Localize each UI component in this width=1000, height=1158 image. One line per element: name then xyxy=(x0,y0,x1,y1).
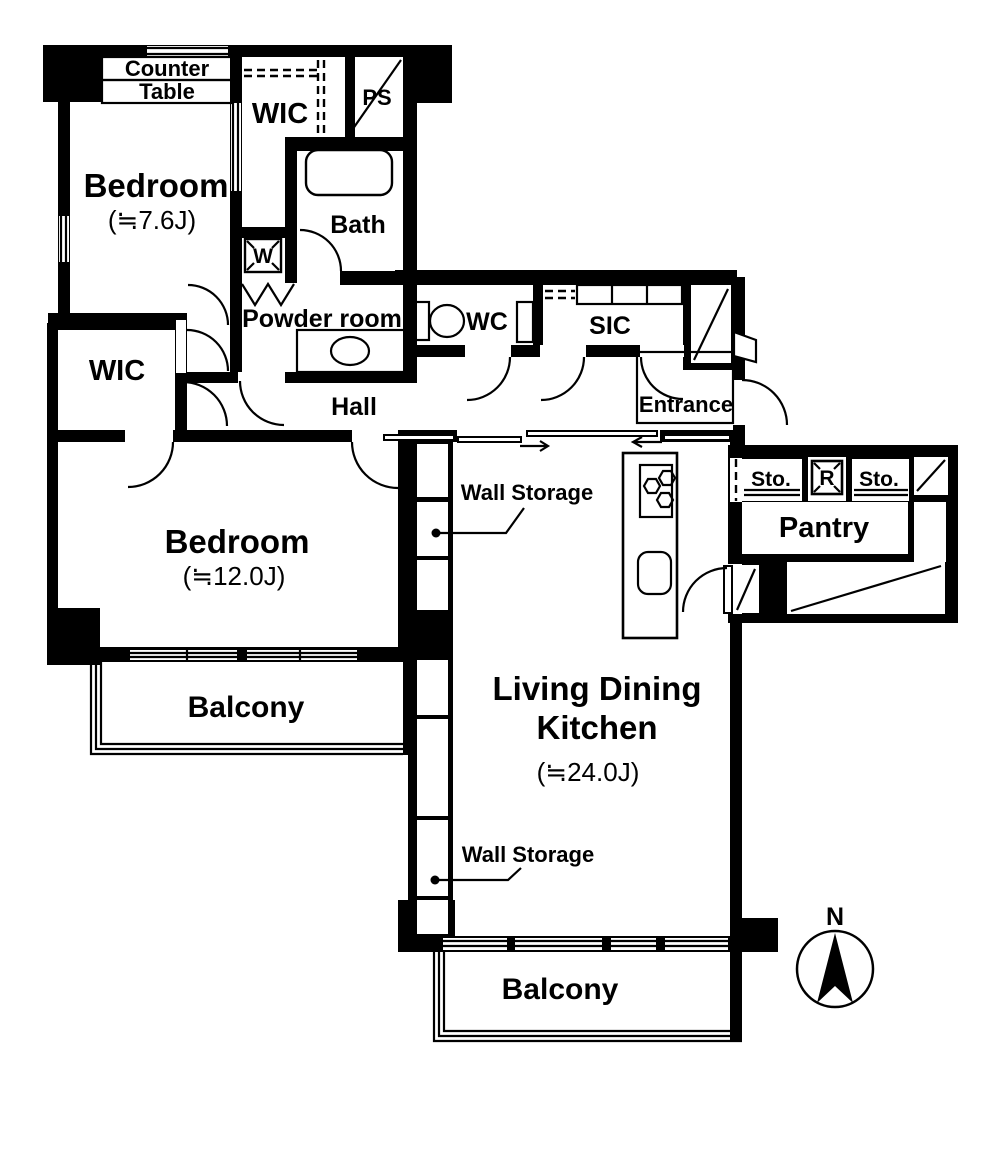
duct-box-diagonal xyxy=(916,459,946,492)
storage1-label: Sto. xyxy=(751,468,791,491)
service-door-arc xyxy=(681,566,728,613)
labels-layer: Counter Table Bedroom (≒7.6J) WIC PS Bat… xyxy=(84,56,899,1006)
bedroom2-door-left-arc xyxy=(127,441,175,489)
service-door-leaf xyxy=(723,565,733,614)
ps-diagonal xyxy=(349,59,402,134)
bedroom1-door-arc xyxy=(187,283,230,326)
vanity-sink xyxy=(295,328,409,374)
refrigerator-symbol xyxy=(810,459,844,496)
compass: N xyxy=(795,903,875,1009)
kitchen-sink xyxy=(636,550,673,596)
burner-2 xyxy=(657,469,677,487)
storage2-label: Sto. xyxy=(859,468,899,491)
storage-front-lines xyxy=(744,488,908,497)
ldk-label-line2: Kitchen xyxy=(536,709,657,746)
bedroom2-door-right-arc xyxy=(350,441,399,490)
compass-needle xyxy=(817,933,853,1003)
washer-label: W xyxy=(253,245,273,268)
ps-label: PS xyxy=(362,85,391,110)
wall-storage-upper-label: Wall Storage xyxy=(461,480,593,505)
sliding-door xyxy=(383,430,731,452)
bedroom2-size: (≒12.0J) xyxy=(183,561,286,591)
sic-shoe-cabinet xyxy=(545,283,684,306)
wc-door-arc xyxy=(466,356,512,402)
wall-storage-leader-upper xyxy=(431,507,525,538)
bath-label: Bath xyxy=(330,211,386,239)
slide-arrow-left xyxy=(630,436,662,448)
service-area-diagonal xyxy=(790,564,942,613)
wic-left-door-arc xyxy=(186,328,230,372)
washer-pan xyxy=(243,237,283,274)
compass-circle xyxy=(795,929,875,1009)
door-arcs xyxy=(127,228,789,613)
powder-room-label: Powder room xyxy=(242,305,402,333)
counter-table xyxy=(100,55,234,105)
wall-storage-leader-lower xyxy=(430,867,522,885)
balcony-left-label: Balcony xyxy=(188,691,305,724)
burner-3 xyxy=(655,491,675,509)
folding-door xyxy=(241,281,295,308)
balcony-bottom-label: Balcony xyxy=(502,973,619,1006)
wall-storage-lower-label: Wall Storage xyxy=(462,842,594,867)
sic-label: SIC xyxy=(589,312,631,340)
hall-door-arc xyxy=(182,380,229,427)
wc-door-leaf xyxy=(515,300,535,344)
shaft-diagonal xyxy=(693,288,729,361)
balcony-bottom-railing xyxy=(432,952,742,1043)
burner-1 xyxy=(642,477,662,495)
kitchen-island xyxy=(621,451,679,640)
hall-label: Hall xyxy=(331,393,377,421)
window-glazing xyxy=(59,46,728,948)
sic-door-arc xyxy=(540,356,586,402)
wc-label: WC xyxy=(466,308,508,336)
powder-room-door-arc xyxy=(238,380,285,427)
toilet xyxy=(411,300,466,342)
refrigerator-label: R xyxy=(819,467,834,490)
bedroom1-label: Bedroom xyxy=(84,167,229,204)
table-label: Table xyxy=(139,79,195,104)
ldk-label-line1: Living Dining xyxy=(493,670,702,707)
wic-top-label: WIC xyxy=(252,98,308,130)
pantry-label: Pantry xyxy=(779,512,869,544)
compass-north-label: N xyxy=(826,903,844,931)
front-door-arc xyxy=(741,378,789,426)
bedroom2-label: Bedroom xyxy=(165,523,310,560)
entrance-hall-door-arc xyxy=(639,356,684,401)
balcony-left-railing xyxy=(89,662,403,756)
bedroom1-size: (≒7.6J) xyxy=(108,205,196,235)
narrow-box-diagonal xyxy=(735,568,757,611)
slide-arrow-right xyxy=(520,440,551,452)
counter-label: Counter xyxy=(125,56,210,81)
cooktop xyxy=(638,463,674,519)
entrance-step xyxy=(635,350,735,425)
ldk-size: (≒24.0J) xyxy=(537,757,640,787)
entrance-door-frame xyxy=(732,330,758,364)
details-layer xyxy=(59,46,946,1043)
wic-left-label: WIC xyxy=(89,355,145,387)
fixtures-layer xyxy=(243,148,844,640)
entrance-label: Entrance xyxy=(639,392,733,417)
bathtub xyxy=(304,148,394,197)
bath-door-arc xyxy=(299,228,343,272)
